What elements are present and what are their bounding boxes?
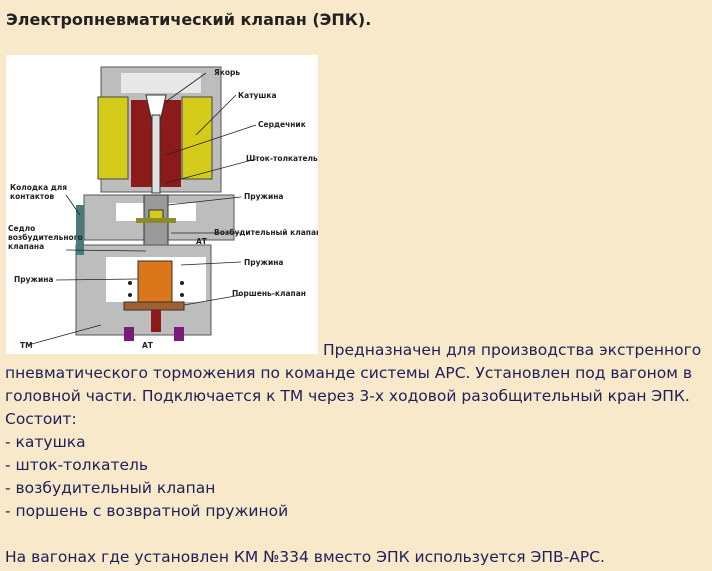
pushrod-upper: [151, 114, 161, 194]
label-pushrod: Шток-толкатель: [246, 154, 318, 163]
list-item: - возбудительный клапан: [5, 479, 216, 497]
label-seat-2: возбудительного: [8, 233, 83, 242]
piston-spring: [137, 260, 173, 310]
piston-valve: [123, 301, 185, 311]
epk-diagram-svg: Якорь Катушка Сердечник Шток-толкатель П…: [8, 66, 318, 350]
label-exciter-valve: Возбудительный клапан: [214, 228, 318, 237]
label-tm: ТМ: [20, 341, 33, 350]
coil-left: [97, 96, 129, 180]
label-contact-block-1: Колодка для: [10, 183, 67, 192]
core-left: [131, 100, 154, 187]
label-at-bottom: АТ: [142, 341, 154, 350]
list-item: - поршень с возвратной пружиной: [5, 502, 289, 520]
label-piston-valve: Поршень-клапан: [232, 289, 306, 298]
at-port-right: [174, 327, 184, 341]
list-item: - шток-толкатель: [5, 456, 149, 474]
list-item: - катушка: [5, 433, 86, 451]
piston-rod: [151, 310, 161, 332]
text-line-3: головной части. Подключается к ТМ через …: [5, 387, 690, 405]
core-right: [158, 100, 181, 187]
label-contact-block-2: контактов: [10, 192, 54, 201]
spring-dot: [180, 293, 184, 297]
valve-seat: [136, 218, 176, 223]
lead-text: Предназначен для производства экстренног…: [323, 341, 702, 359]
spring-dot: [128, 293, 132, 297]
leader-lines: [27, 72, 257, 346]
at-port-left: [124, 327, 134, 341]
label-spring-top: Пружина: [244, 192, 284, 201]
label-spring-left: Пружина: [14, 275, 54, 284]
label-spring-mid: Пружина: [244, 258, 284, 267]
spring-dot: [128, 281, 132, 285]
spacer: [5, 523, 707, 546]
label-core: Сердечник: [258, 120, 306, 129]
contact-block: [76, 205, 84, 255]
description: Предназначен для производства экстренног…: [5, 339, 707, 569]
label-coil: Катушка: [238, 91, 277, 100]
housing-cap: [121, 73, 201, 93]
label-anchor: Якорь: [214, 68, 240, 77]
epk-diagram: Якорь Катушка Сердечник Шток-толкатель П…: [6, 55, 318, 354]
label-seat-3: клапана: [8, 242, 44, 251]
spring-dot: [180, 281, 184, 285]
page-title: Электропневматический клапан (ЭПК).: [6, 10, 372, 29]
text-line-2: пневматического торможения по команде си…: [5, 364, 693, 382]
consists-label: Состоит:: [5, 410, 77, 428]
label-seat-1: Седло: [8, 224, 35, 233]
coil-right: [181, 96, 213, 180]
label-at-right: АТ: [196, 237, 208, 246]
footer-text: На вагонах где установлен КМ №334 вместо…: [5, 548, 605, 566]
